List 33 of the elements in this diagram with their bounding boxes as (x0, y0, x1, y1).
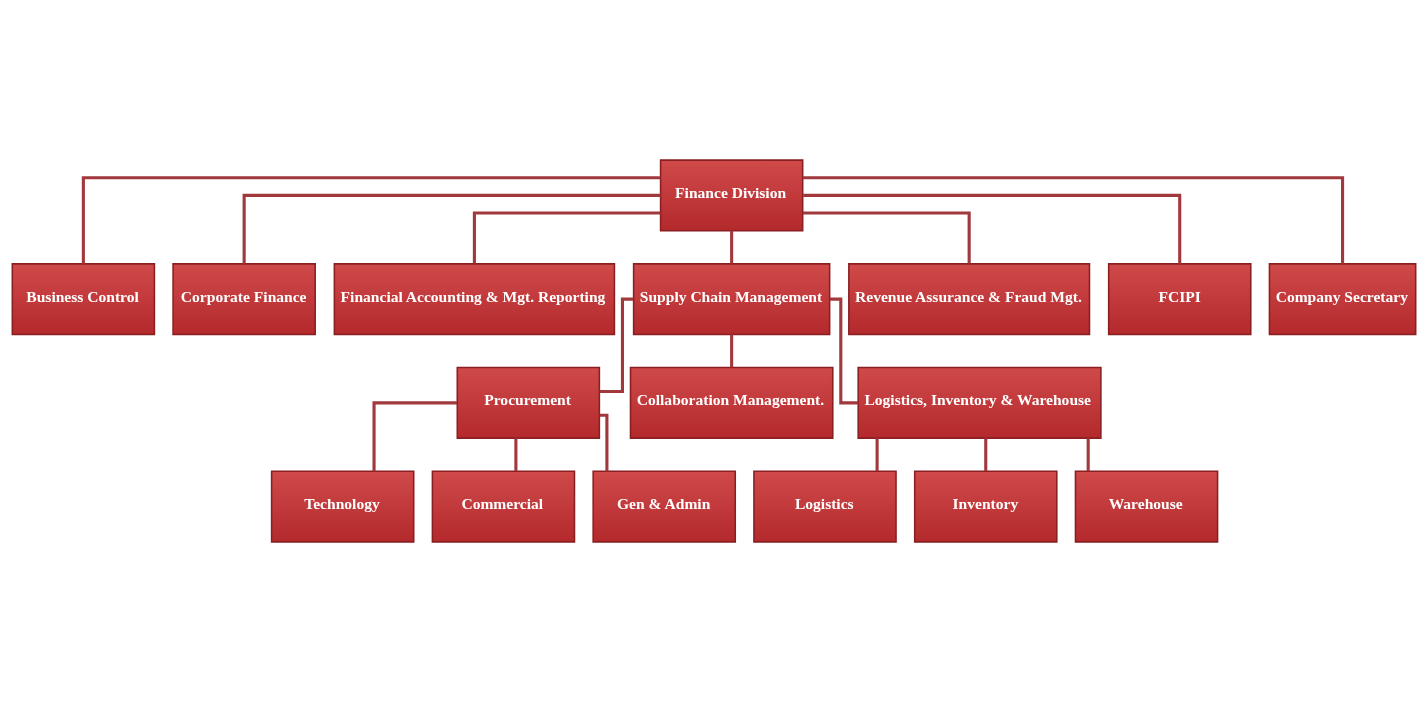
connector (984, 438, 988, 471)
node-box: Company Secretary (1268, 263, 1417, 336)
node-box: Business Control (11, 263, 156, 336)
node-box: Collaboration Management. (629, 366, 834, 439)
connector (599, 297, 634, 393)
node-box: Logistics, Inventory & Warehouse (857, 366, 1102, 439)
connector (730, 230, 734, 264)
connector (802, 211, 971, 264)
connector (875, 438, 879, 471)
connector (514, 438, 518, 471)
node-box: Commercial (431, 470, 576, 543)
connector (81, 176, 661, 264)
connector (472, 211, 661, 264)
node-box: Procurement (456, 366, 601, 439)
node-box: Warehouse (1074, 470, 1219, 543)
node-box: Corporate Finance (172, 263, 316, 336)
node-box: Technology (270, 470, 415, 543)
node-box: Supply Chain Management (632, 263, 831, 336)
node-box: Inventory (913, 470, 1058, 543)
connector (803, 193, 1182, 264)
node-box: Gen & Admin (592, 470, 737, 543)
connector (829, 297, 859, 405)
connector (730, 334, 734, 368)
node-box: Logistics (753, 470, 897, 543)
connector (599, 413, 609, 472)
connector (242, 193, 661, 264)
node-box: Finance Division (659, 159, 804, 232)
connector (802, 176, 1345, 264)
connector (1086, 438, 1090, 471)
node-box: Financial Accounting & Mgt. Reporting (333, 263, 616, 336)
node-box: Revenue Assurance & Fraud Mgt. (848, 263, 1091, 336)
node-box: FCIPI (1107, 263, 1252, 336)
connector (372, 401, 458, 472)
